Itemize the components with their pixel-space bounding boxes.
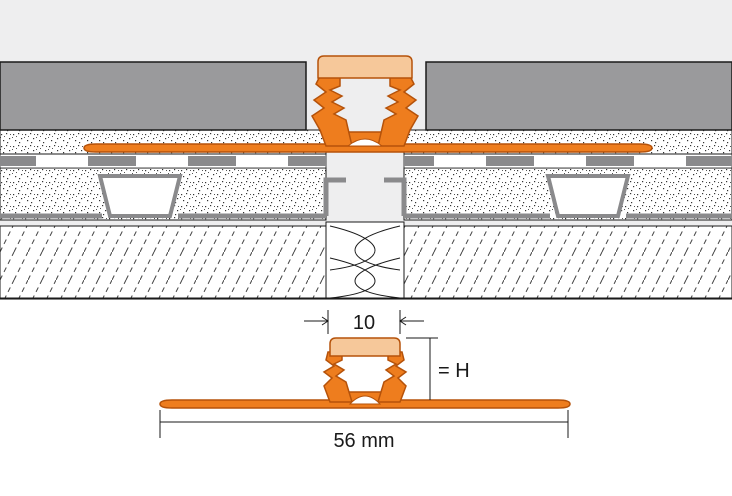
- profile-hollow: [348, 395, 382, 405]
- profile-cross-section: [159, 337, 571, 409]
- pipe-recess-left: [97, 174, 183, 218]
- installed-profile-body: [311, 75, 419, 147]
- height-dimension: = H: [406, 337, 470, 400]
- tile-right: [425, 61, 732, 131]
- height-dimension-label: = H: [438, 360, 470, 382]
- joint-membrane-hook: [323, 177, 407, 216]
- installed-profile-hollow: [346, 138, 384, 147]
- concrete-substrate-left: [0, 225, 327, 299]
- concrete-substrate-right: [403, 225, 732, 299]
- tile-left: [0, 61, 307, 131]
- gap-dimension: 10: [304, 310, 424, 334]
- gap-dimension-label: 10: [353, 312, 375, 334]
- joint-insulation: [325, 221, 405, 299]
- profile-insert: [329, 337, 401, 357]
- installed-profile-insert: [317, 55, 413, 79]
- membrane-band: [0, 153, 732, 169]
- width-dimension-label: 56 mm: [333, 430, 394, 452]
- pipe-recess-right: [545, 174, 631, 218]
- installed-profile: [83, 55, 653, 153]
- width-dimension: 56 mm: [159, 410, 569, 452]
